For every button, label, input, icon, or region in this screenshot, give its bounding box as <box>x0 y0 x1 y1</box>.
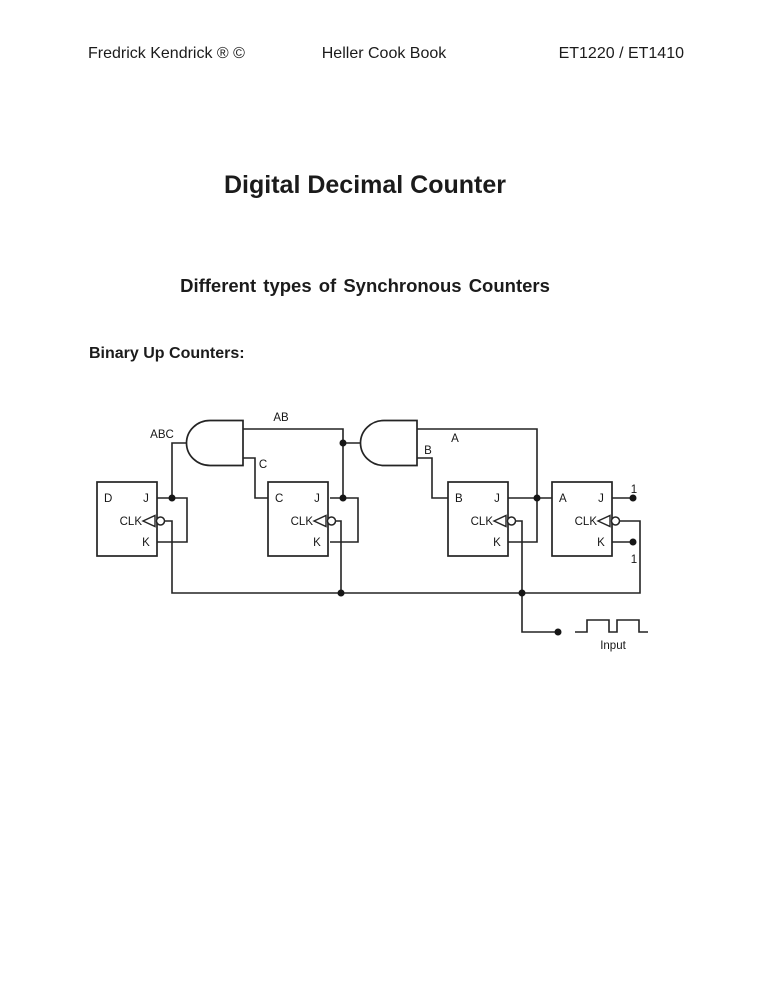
flip-flop-c-name: C <box>275 493 283 505</box>
input-label: Input <box>600 640 626 652</box>
flip-flop-b-name: B <box>455 493 463 505</box>
clock-edge-icon <box>141 514 156 528</box>
and-gate-abc <box>185 419 244 467</box>
label-ab: AB <box>273 412 289 424</box>
clock-bubble-icon <box>155 516 166 526</box>
flip-flop-a-name: A <box>559 493 567 505</box>
label-one-k: 1 <box>631 554 637 566</box>
flip-flop-c-clk-label: CLK <box>291 516 314 528</box>
junction-dots <box>168 439 637 636</box>
clock-waveform-icon <box>575 619 648 633</box>
flip-flop-a-k-label: K <box>597 537 605 549</box>
flip-flop-d-name: D <box>104 493 112 505</box>
flip-flop-b-k-label: K <box>493 537 501 549</box>
and-gate-ab-body <box>359 419 418 467</box>
page-title: Digital Decimal Counter <box>224 171 506 199</box>
flip-flop-b-clk-label: CLK <box>471 516 494 528</box>
flip-flop-d-j-label: J <box>143 493 149 505</box>
flip-flop-b-j-label: J <box>494 493 500 505</box>
clock-bubble-icon <box>326 516 337 526</box>
and-gate-ab <box>359 419 418 467</box>
flip-flop-d-clk-label: CLK <box>120 516 143 528</box>
flip-flop-c: C J CLK K <box>267 481 337 557</box>
clock-bubble-icon <box>610 516 621 526</box>
clock-edge-icon <box>492 514 507 528</box>
clock-edge-icon <box>312 514 327 528</box>
clock-input-source: Input <box>575 619 648 652</box>
clock-edge-icon <box>596 514 611 528</box>
flip-flop-c-j-label: J <box>314 493 320 505</box>
wires <box>157 428 641 633</box>
section-heading: Binary Up Counters: <box>89 345 245 362</box>
flip-flop-a: A J CLK K <box>551 481 621 557</box>
label-b: B <box>424 445 432 457</box>
header-book: Heller Cook Book <box>321 45 447 62</box>
label-abc: ABC <box>150 429 174 441</box>
flip-flop-c-k-label: K <box>313 537 321 549</box>
flip-flop-b: B J CLK K <box>447 481 517 557</box>
page-subtitle: Different types of Synchronous Counters <box>180 275 550 296</box>
flip-flop-d: D J CLK K <box>96 481 166 557</box>
flip-flop-d-k-label: K <box>142 537 150 549</box>
header-author: Fredrick Kendrick ® © <box>88 45 245 62</box>
and-gate-abc-body <box>185 419 244 467</box>
flip-flop-a-j-label: J <box>598 493 604 505</box>
clock-bubble-icon <box>506 516 517 526</box>
label-a: A <box>451 433 459 445</box>
label-c: C <box>259 459 267 471</box>
header-course: ET1220 / ET1410 <box>558 45 684 62</box>
flip-flop-a-clk-label: CLK <box>575 516 598 528</box>
label-one-j: 1 <box>631 484 637 496</box>
